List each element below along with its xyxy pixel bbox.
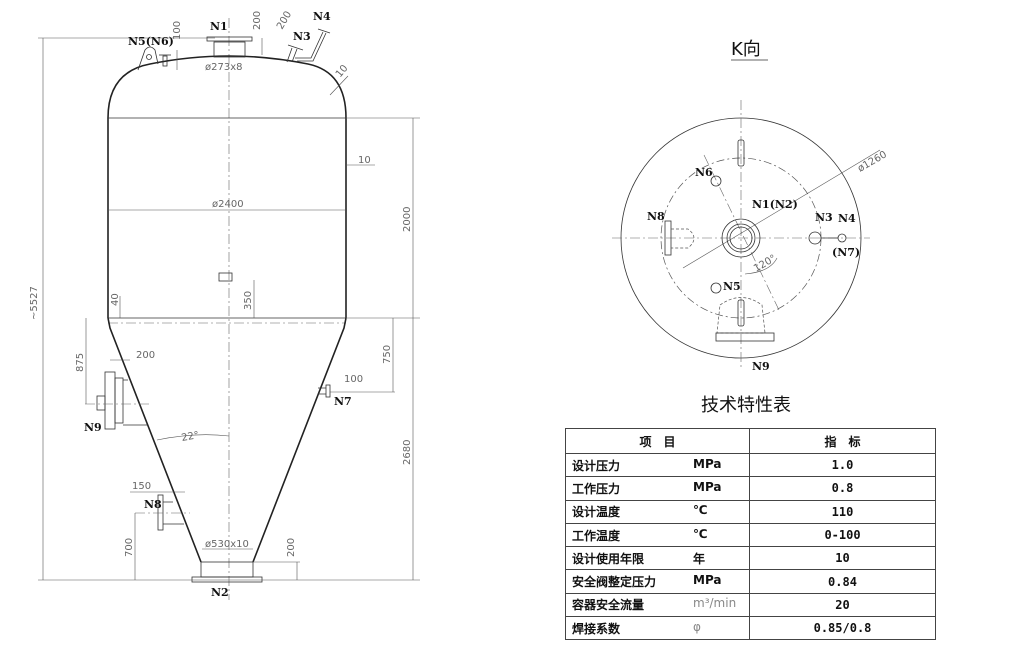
k-label-n4: N4 (838, 212, 856, 225)
table-row: 安全阀整定压力 MPa 0.84 (565, 569, 936, 594)
k-label-n5: N5 (723, 280, 741, 293)
label-n3: N3 (293, 30, 311, 43)
dim-100-n7: 100 (344, 374, 363, 385)
item-label: 容器安全流量 (572, 598, 645, 613)
table-row: 焊接系数 φ 0.85/0.8 (565, 616, 936, 641)
item-unit: φ (693, 619, 701, 634)
dim-350: 350 (243, 291, 254, 310)
dim-overall-height: ~5527 (29, 286, 40, 320)
dim-k-dia: ø1260 (856, 149, 889, 174)
cylinder-shell (107, 118, 347, 318)
dim-k-angle: 120° (752, 253, 778, 275)
table-row: 设计温度 ℃ 110 (565, 499, 936, 524)
table-header-row: 项 目 指 标 (565, 428, 936, 454)
item-label: 设计使用年限 (572, 551, 645, 566)
row-value: 1.0 (749, 452, 936, 478)
item-label: 安全阀整定压力 (572, 575, 657, 590)
item-unit: ℃ (693, 526, 708, 541)
dim-bottom-nozzle: ø530x10 (205, 539, 249, 550)
row-value: 0.8 (749, 476, 936, 501)
dim-shell-dia: ø2400 (212, 199, 244, 210)
table-row: 设计压力 MPa 1.0 (565, 452, 936, 478)
item-unit: 年 (693, 551, 706, 566)
dim-750: 750 (382, 345, 393, 364)
bottom-nozzle (200, 561, 254, 578)
dim-150: 150 (132, 481, 151, 492)
row-item: 设计使用年限 年 (565, 546, 750, 571)
header-value: 指 标 (749, 428, 936, 454)
k-label-n9: N9 (752, 360, 770, 373)
dim-top-nozzle: ø273x8 (205, 62, 243, 73)
item-label: 工作温度 (572, 528, 621, 543)
row-value: 0-100 (749, 522, 936, 548)
row-value: 110 (749, 499, 936, 524)
dimension-lines (38, 37, 420, 581)
item-unit: ℃ (693, 503, 708, 518)
k-label-n3: N3 (815, 211, 833, 224)
row-item: 工作温度 ℃ (565, 522, 750, 548)
row-item: 安全阀整定压力 MPa (565, 569, 750, 594)
k-view-title: K向 (731, 39, 761, 60)
dim-shell-height: 2000 (402, 207, 413, 232)
k-label-n6: N6 (695, 166, 713, 179)
table-row: 工作压力 MPa 0.8 (565, 476, 936, 501)
n8-nozzle (157, 494, 164, 531)
n7-nozzle (325, 384, 331, 398)
dim-cone-height: 2680 (402, 440, 413, 465)
row-item: 工作压力 MPa (565, 476, 750, 501)
label-n1: N1 (210, 20, 228, 33)
dim-cone-angle: 22° (181, 430, 200, 444)
k-view (612, 100, 881, 370)
item-label: 设计温度 (572, 505, 621, 520)
row-value: 0.85/0.8 (749, 616, 936, 641)
row-value: 0.84 (749, 569, 936, 594)
dim-shell-thk: 10 (358, 155, 371, 166)
item-label: 工作压力 (572, 481, 621, 496)
table-row: 设计使用年限 年 10 (565, 546, 936, 571)
n9-manhole (104, 371, 116, 430)
dim-875: 875 (75, 353, 86, 372)
label-n7: N7 (334, 395, 352, 408)
n1-nozzle (213, 41, 246, 58)
row-item: 设计压力 MPa (565, 452, 750, 478)
dim-n3-length: 200 (275, 9, 294, 31)
row-item: 设计温度 ℃ (565, 499, 750, 524)
dim-n1-height: 200 (252, 11, 263, 30)
dim-700: 700 (124, 538, 135, 557)
dim-n5-height: 100 (172, 21, 183, 40)
table-row: 工作温度 ℃ 0-100 (565, 522, 936, 548)
row-value: 20 (749, 592, 936, 618)
item-unit: MPa (693, 479, 722, 494)
k-label-n7: (N7) (832, 246, 860, 259)
k-label-n1-n2: N1(N2) (752, 198, 798, 211)
item-label: 焊接系数 (572, 621, 621, 636)
dim-40: 40 (110, 293, 121, 306)
top-head (107, 55, 347, 119)
row-item: 焊接系数 φ (565, 616, 750, 641)
label-n5-n6: N5(N6) (128, 35, 174, 48)
row-item: 容器安全流量 m³/min (565, 592, 750, 618)
dim-200-n9: 200 (136, 350, 155, 361)
label-n2: N2 (211, 586, 229, 599)
k-label-n8: N8 (647, 210, 665, 223)
item-label: 设计压力 (572, 458, 621, 473)
dim-bottom-200: 200 (286, 538, 297, 557)
label-n4: N4 (313, 10, 331, 23)
table-title: 技术特性表 (701, 395, 791, 416)
label-n9: N9 (84, 421, 102, 434)
row-value: 10 (749, 546, 936, 571)
item-unit: MPa (693, 573, 722, 588)
header-item: 项 目 (565, 428, 750, 454)
dim-head-thk: 10 (334, 63, 351, 80)
item-unit: m³/min (693, 596, 737, 611)
item-unit: MPa (693, 456, 722, 471)
cone (107, 317, 347, 563)
table-row: 容器安全流量 m³/min 20 (565, 592, 936, 618)
label-n8: N8 (144, 498, 162, 511)
